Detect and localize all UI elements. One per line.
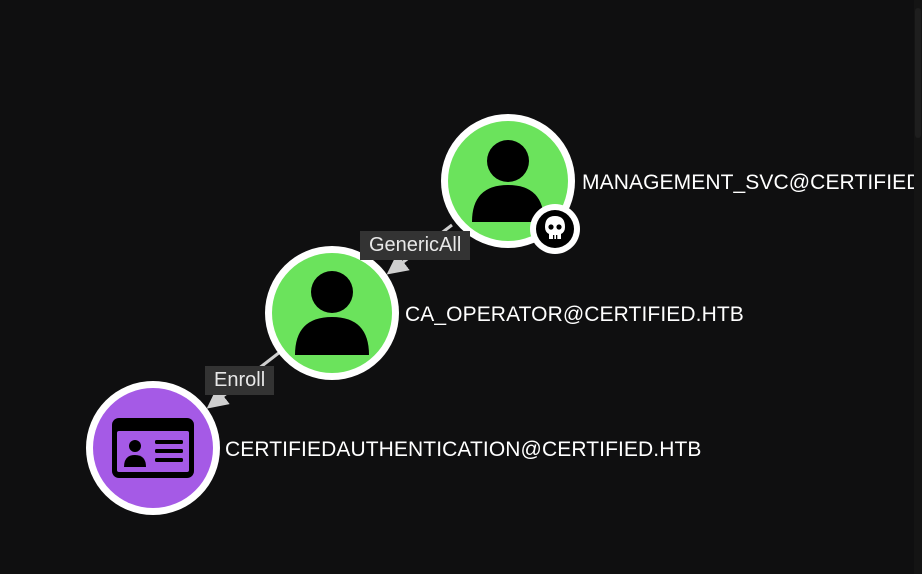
id-card-icon bbox=[112, 418, 194, 478]
owned-badge bbox=[530, 204, 580, 254]
user-icon bbox=[295, 271, 369, 355]
node-ca-operator[interactable] bbox=[265, 246, 399, 380]
node-certificate-template[interactable] bbox=[86, 381, 220, 515]
user-icon bbox=[472, 140, 544, 222]
edge-label-enroll[interactable]: Enroll bbox=[205, 366, 275, 395]
node-label-management-svc[interactable]: MANAGEMENT_SVC@CERTIFIED.HTB bbox=[582, 171, 922, 194]
node-label-ca-operator[interactable]: CA_OPERATOR@CERTIFIED.HTB bbox=[405, 303, 744, 326]
skull-icon bbox=[545, 216, 565, 239]
edge-label-genericall[interactable]: GenericAll bbox=[360, 231, 471, 260]
scrollbar-track[interactable] bbox=[914, 0, 922, 574]
scrollbar-thumb[interactable] bbox=[915, 8, 921, 138]
node-label-certificate-template[interactable]: CERTIFIEDAUTHENTICATION@CERTIFIED.HTB bbox=[225, 438, 702, 461]
